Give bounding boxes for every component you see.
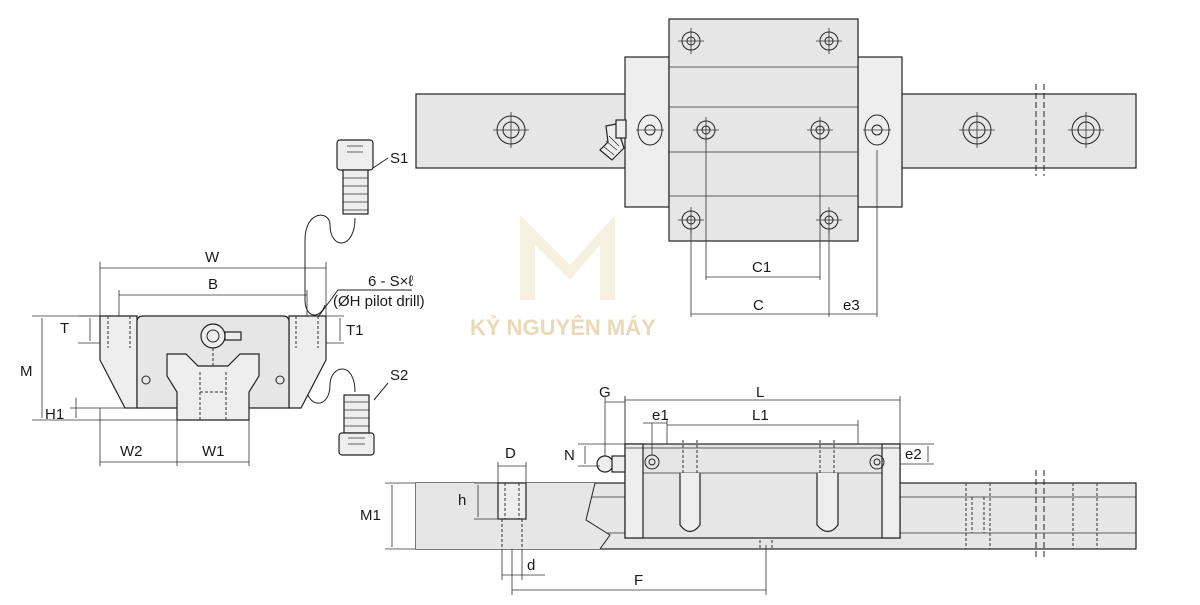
hole-spec-leader: [317, 289, 412, 318]
label-s2: S2: [390, 367, 408, 384]
dim-t1-line: [326, 315, 344, 344]
dim-c1-line: [705, 140, 821, 280]
block-lines: [669, 66, 858, 197]
dim-m1-line: [385, 482, 416, 550]
label-m1: M1: [360, 507, 381, 524]
dim-b-line: [118, 290, 308, 316]
label-e1: e1: [652, 407, 669, 424]
label-hole-spec: 6 - S×ℓ: [368, 273, 413, 290]
label-h: h: [458, 492, 466, 509]
dim-e3-line: [829, 150, 878, 317]
label-c: C: [753, 297, 764, 314]
dim-l-line: [624, 396, 901, 444]
carriage-block-side: [624, 443, 901, 539]
dim-e2-line: [900, 443, 934, 465]
rail-cut-line: [585, 482, 611, 550]
label-t1: T1: [346, 322, 364, 339]
dim-l1-line: [666, 420, 859, 444]
rail-hole-1: [493, 112, 529, 148]
dim-c-line: [690, 230, 830, 317]
flange-left: [99, 315, 138, 409]
top-view: C1 C e3: [415, 18, 1137, 317]
dim-h-line: [474, 482, 498, 520]
rail-bolt-hole: [199, 372, 227, 420]
connector-curve-top: [304, 214, 356, 316]
block-hole: [678, 207, 704, 233]
rail-hole-3: [1068, 112, 1104, 148]
block-hole: [807, 117, 833, 143]
flange-holes: [107, 316, 319, 348]
side-screw-e2: [869, 454, 885, 470]
seal-screw-left: [636, 114, 664, 146]
label-w: W: [205, 249, 220, 266]
label-f: F: [634, 572, 643, 589]
end-cap-right: [881, 443, 901, 539]
dim-h1-line: [70, 398, 137, 418]
bolt-s2: [338, 382, 389, 456]
rail-section: [166, 353, 260, 421]
rail-side-holes: [965, 483, 1098, 549]
block-bolt-right: [816, 473, 839, 533]
dim-w2-w1-line: [99, 408, 250, 466]
label-c1: C1: [752, 259, 771, 276]
label-l1: L1: [752, 407, 769, 424]
label-e2: e2: [905, 446, 922, 463]
dim-d-big-line: [497, 462, 527, 483]
label-w1: W1: [202, 443, 225, 460]
block-bolt-left: [679, 473, 701, 533]
label-d-big: D: [505, 445, 516, 462]
end-view: W B T T1 M H1 W2 W1 6 - S×ℓ (ØH pilot dr…: [20, 249, 425, 466]
label-e3: e3: [843, 297, 860, 314]
rail-side-break: [1035, 470, 1045, 560]
bolt-s1: [336, 139, 389, 215]
watermark-text: KỶ NGUYÊN MÁY: [470, 315, 656, 340]
label-g: G: [599, 384, 611, 401]
dim-t-line: [78, 315, 100, 344]
grease-nipple-icon: [599, 119, 627, 161]
label-b: B: [208, 276, 218, 293]
label-t: T: [60, 320, 69, 337]
dim-n-line: [578, 443, 625, 467]
label-d-small: d: [527, 557, 535, 574]
label-pilot-drill: (ØH pilot drill): [333, 293, 425, 310]
label-l: L: [756, 384, 764, 401]
label-h1: H1: [45, 406, 64, 423]
block-hole: [816, 28, 842, 54]
label-s1: S1: [390, 150, 408, 167]
side-screw-right: [275, 375, 285, 385]
dim-f-line: [511, 545, 767, 595]
rail-hole-2: [959, 112, 995, 148]
label-w2: W2: [120, 443, 143, 460]
dim-d-small-line: [501, 549, 545, 580]
grease-nipple-side-icon: [596, 455, 626, 473]
watermark-logo: [520, 215, 615, 300]
dim-m-line: [32, 315, 177, 421]
block-hole: [693, 117, 719, 143]
label-n: N: [564, 447, 575, 464]
label-m: M: [20, 363, 33, 380]
seal-screw-right: [863, 114, 891, 146]
rail-break: [1035, 84, 1045, 176]
side-screw-left: [141, 375, 151, 385]
flange-right: [288, 315, 327, 409]
counterbore: [497, 482, 527, 520]
end-cap-left: [624, 443, 644, 539]
block-hole: [678, 28, 704, 54]
side-view: G L L1 e1 N e2 D h M1 d F: [360, 384, 1137, 595]
dim-g-line: [604, 396, 626, 456]
dim-e1-line: [643, 422, 667, 455]
